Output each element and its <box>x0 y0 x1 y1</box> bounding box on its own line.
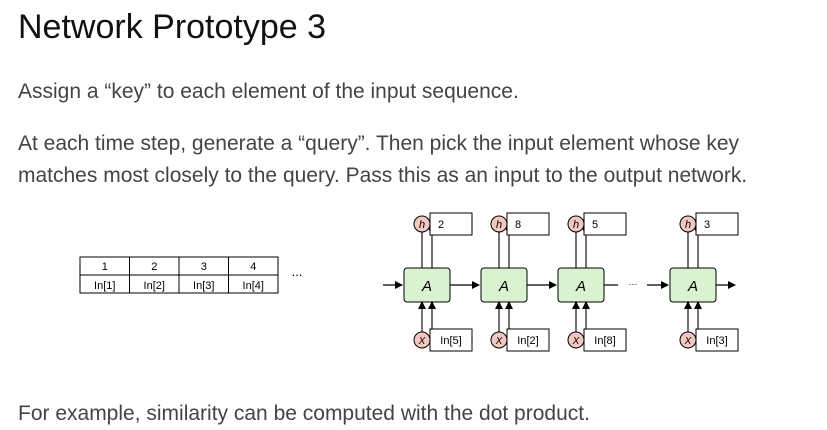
input-x-circle <box>567 331 585 349</box>
hidden-state-label: h <box>573 219 579 231</box>
hidden-state-label: h <box>496 219 502 231</box>
paragraph-query: At each time step, generate a “query”. T… <box>18 128 747 192</box>
input-x-circle <box>679 331 697 349</box>
query-value: 8 <box>515 219 521 231</box>
input-value-label: In[8] <box>594 335 615 347</box>
query-box <box>429 212 473 236</box>
rnn-step: h 8 A In[2] X <box>480 212 550 352</box>
input-x-circle <box>413 331 431 349</box>
paragraph-query-line-1: At each time step, generate a “query”. T… <box>18 132 740 155</box>
query-box <box>695 212 739 236</box>
network-ellipsis: ··· <box>629 279 638 289</box>
rnn-step: h 5 A In[8] X <box>557 212 627 352</box>
input-x-label: X <box>684 336 692 347</box>
paragraph-key-assignment: Assign a “key” to each element of the in… <box>18 80 519 103</box>
rnn-step: h 2 A In[5] X <box>403 212 473 352</box>
attention-network-diagram: 1 2 3 4 In[1] In[2] In[3] In[4] ... h 2 … <box>79 212 739 352</box>
table-key-cell: 1 <box>102 261 108 273</box>
query-box <box>506 212 550 236</box>
table-input-cell: In[2] <box>144 280 165 292</box>
table-key-cell: 3 <box>201 261 207 273</box>
query-value: 2 <box>438 219 444 231</box>
table-ellipsis: ... <box>292 264 303 279</box>
rnn-cell-label: A <box>687 278 698 295</box>
table-input-cell: In[4] <box>243 280 264 292</box>
query-value: 3 <box>704 219 710 231</box>
input-x-label: X <box>495 336 503 347</box>
table-input-cell: In[1] <box>94 280 115 292</box>
rnn-cell-label: A <box>498 278 509 295</box>
rnn-cell-label: A <box>575 278 586 295</box>
paragraph-query-line-2: matches most closely to the query. Pass … <box>18 164 748 187</box>
input-x-circle <box>490 331 508 349</box>
input-x-label: X <box>572 336 580 347</box>
input-value-label: In[2] <box>517 335 538 347</box>
rnn-step: h 3 A In[3] X <box>669 212 739 352</box>
input-value-label: In[3] <box>706 335 727 347</box>
hidden-state-label: h <box>419 219 425 231</box>
hidden-state-label: h <box>685 219 691 231</box>
rnn-cell-label: A <box>421 278 432 295</box>
input-x-label: X <box>418 336 426 347</box>
input-value-label: In[5] <box>440 335 461 347</box>
table-key-cell: 4 <box>250 261 256 273</box>
slide-title: Network Prototype 3 <box>18 8 327 46</box>
paragraph-dot-product: For example, similarity can be computed … <box>18 402 590 425</box>
key-input-table: 1 2 3 4 In[1] In[2] In[3] In[4] <box>79 256 279 294</box>
query-value: 5 <box>592 219 598 231</box>
query-box <box>583 212 627 236</box>
table-key-cell: 2 <box>151 261 157 273</box>
table-input-cell: In[3] <box>193 280 214 292</box>
